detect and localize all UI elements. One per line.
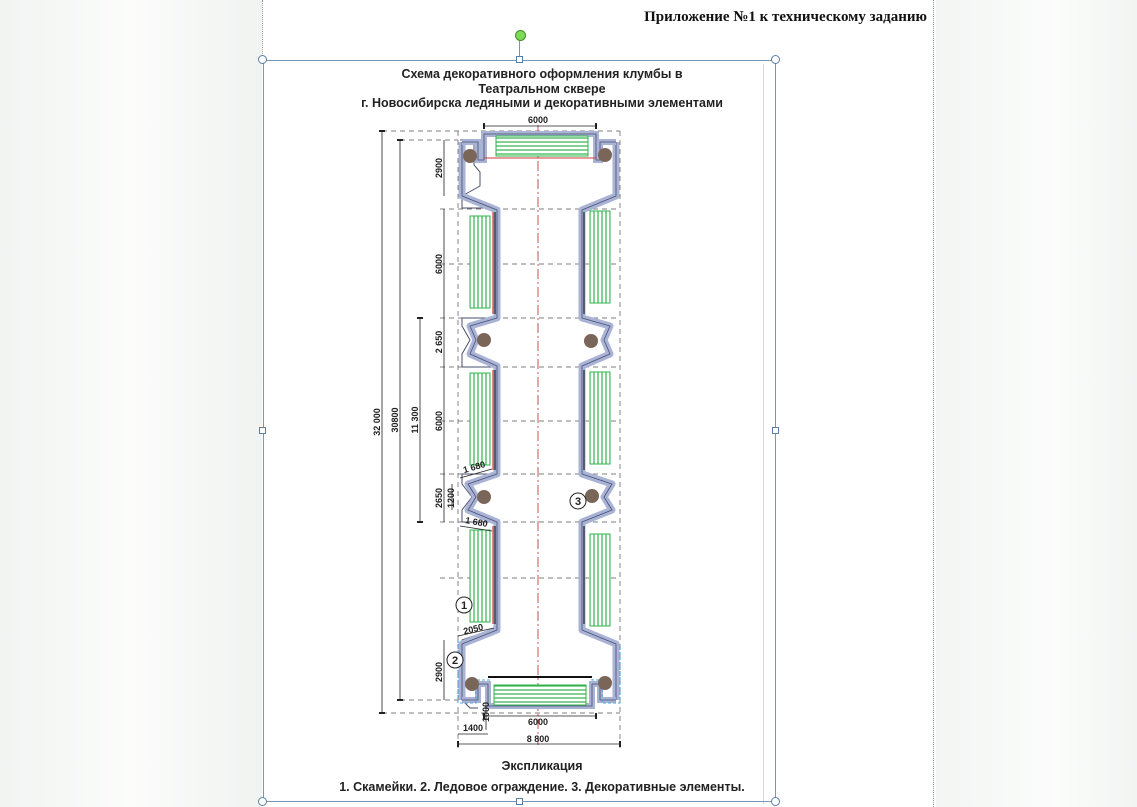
inner-edge-lines — [492, 212, 585, 624]
decor-circle — [477, 333, 491, 347]
workspace-left-margin — [0, 0, 262, 807]
bench-left-1 — [469, 215, 491, 309]
decor-circle — [598, 676, 612, 690]
legend-title: Экспликация — [501, 759, 583, 773]
decor-circle — [598, 148, 612, 162]
resize-handle-top-left[interactable] — [258, 55, 267, 64]
dim-section-4b: 1200 — [446, 488, 456, 508]
image-content-area — [282, 64, 764, 804]
dim-top-section: 2900 — [434, 158, 444, 178]
dim-bottom-offset: 1400 — [463, 723, 483, 733]
dim-section-2: 2 650 — [434, 331, 444, 354]
rotate-handle-stem — [519, 39, 520, 59]
document-header: Приложение №1 к техническому заданию — [644, 9, 927, 25]
decor-circle — [585, 489, 599, 503]
marker-decor: 3 — [575, 496, 581, 508]
dimension-ticks — [379, 123, 621, 747]
dim-bottom-section: 2900 — [434, 662, 444, 682]
dim-total-width: 8 800 — [527, 734, 550, 744]
resize-handle-right[interactable] — [772, 427, 779, 434]
bench-right-1 — [589, 210, 611, 304]
resize-handle-bottom[interactable] — [516, 798, 523, 805]
dim-diag-2: 1 680 — [465, 515, 489, 529]
benches — [469, 135, 611, 706]
scheme-title-line-3: г. Новосибирска ледяными и декоративными… — [361, 96, 723, 110]
bench-bottom — [493, 684, 587, 706]
dim-total-length: 32 000 — [372, 408, 382, 436]
dim-section-4a: 2650 — [434, 488, 444, 508]
decor-elements — [463, 148, 612, 691]
resize-handle-left[interactable] — [259, 427, 266, 434]
decor-circle — [465, 677, 479, 691]
bench-right-2 — [589, 371, 611, 465]
dimension-lines — [381, 125, 620, 745]
scheme-title-line-2: Театральном сквере — [478, 81, 606, 96]
marker-bench: 1 — [461, 600, 467, 612]
bench-left-2 — [469, 372, 491, 466]
decor-circle — [584, 334, 598, 348]
dim-diag-3: 2050 — [462, 622, 484, 637]
page-right-margin-line — [933, 0, 934, 807]
resize-handle-bottom-left[interactable] — [258, 797, 267, 806]
workspace-right-margin — [936, 0, 1137, 807]
decor-circle — [463, 149, 477, 163]
dim-top-width: 6000 — [528, 115, 548, 125]
resize-handle-top[interactable] — [516, 56, 523, 63]
dim-section-3: 6000 — [434, 411, 444, 431]
rotate-handle[interactable] — [515, 30, 526, 41]
decor-circle — [477, 490, 491, 504]
legend-text: 1. Скамейки. 2. Ледовое ограждение. 3. Д… — [339, 780, 745, 794]
dim-inner-length: 30800 — [390, 407, 400, 432]
scheme-title-line-1: Схема декоративного оформления клумбы в — [401, 67, 683, 81]
bench-right-3 — [589, 533, 611, 627]
dim-middle-length: 11 300 — [410, 406, 420, 433]
dim-section-1: 6000 — [434, 254, 444, 274]
resize-handle-top-right[interactable] — [771, 55, 780, 64]
bench-left-3 — [469, 529, 491, 623]
callout-markers: 1 2 3 — [446, 492, 587, 669]
bench-top — [495, 135, 589, 157]
page-left-margin-line — [262, 0, 263, 60]
marker-ice-fence: 2 — [452, 655, 458, 667]
scheme-title: Схема декоративного оформления клумбы в … — [282, 67, 802, 111]
dim-diag-1: 1 680 — [462, 459, 486, 475]
dim-bottom-width: 6000 — [528, 717, 548, 727]
dim-bottom-depth: 1000 — [481, 702, 491, 722]
resize-handle-bottom-right[interactable] — [771, 797, 780, 806]
